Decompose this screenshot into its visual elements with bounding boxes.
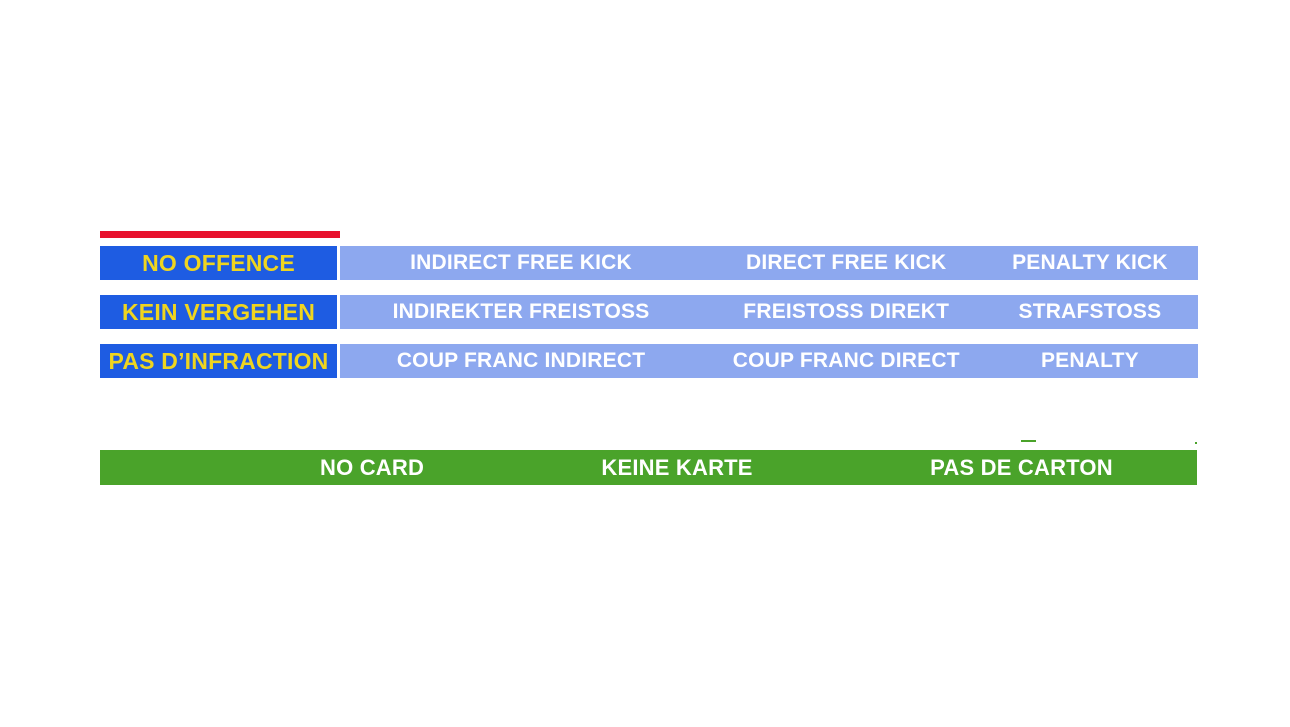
offence-label-box: NO OFFENCE	[100, 246, 337, 280]
offence-label: PAS D’INFRACTION	[108, 347, 329, 374]
offence-label-box: PAS D’INFRACTION	[100, 344, 337, 378]
card-label-german: KEINE KARTE	[601, 454, 753, 480]
sanction-label-direct: FREISTOSS DIREKT	[743, 300, 950, 323]
decision-row-english: NO OFFENCE INDIRECT FREE KICK DIRECT FRE…	[100, 246, 1198, 280]
sanction-label-penalty: PENALTY	[1040, 349, 1139, 372]
artifact-green-dot	[1195, 442, 1197, 444]
offence-label-box: KEIN VERGEHEN	[100, 295, 337, 329]
sanction-label-indirect: COUP FRANC INDIRECT	[396, 349, 646, 372]
sanction-label-penalty: PENALTY KICK	[1012, 251, 1168, 274]
card-bar: NO CARD KEINE KARTE PAS DE CARTON	[100, 450, 1197, 485]
artifact-green-line	[1021, 440, 1036, 442]
decision-row-german: KEIN VERGEHEN INDIREKTER FREISTOSS FREIS…	[100, 295, 1198, 329]
offence-label: KEIN VERGEHEN	[121, 298, 316, 325]
card-label-english: NO CARD	[320, 454, 425, 480]
sanction-label-indirect: INDIRECT FREE KICK	[410, 251, 632, 274]
sanction-bar: INDIRECT FREE KICK DIRECT FREE KICK PENA…	[340, 246, 1198, 280]
card-label-french: PAS DE CARTON	[930, 454, 1113, 480]
sanction-label-direct: COUP FRANC DIRECT	[732, 349, 960, 372]
sanction-label-indirect: INDIREKTER FREISTOSS	[392, 300, 650, 323]
sanction-label-direct: DIRECT FREE KICK	[746, 251, 947, 274]
red-accent-bar	[100, 231, 340, 238]
sanction-label-penalty: STRAFSTOSS	[1018, 300, 1162, 323]
sanction-bar: INDIREKTER FREISTOSS FREISTOSS DIREKT ST…	[340, 295, 1198, 329]
decision-row-french: PAS D’INFRACTION COUP FRANC INDIRECT COU…	[100, 344, 1198, 378]
offence-label: NO OFFENCE	[142, 249, 295, 276]
sanction-bar: COUP FRANC INDIRECT COUP FRANC DIRECT PE…	[340, 344, 1198, 378]
